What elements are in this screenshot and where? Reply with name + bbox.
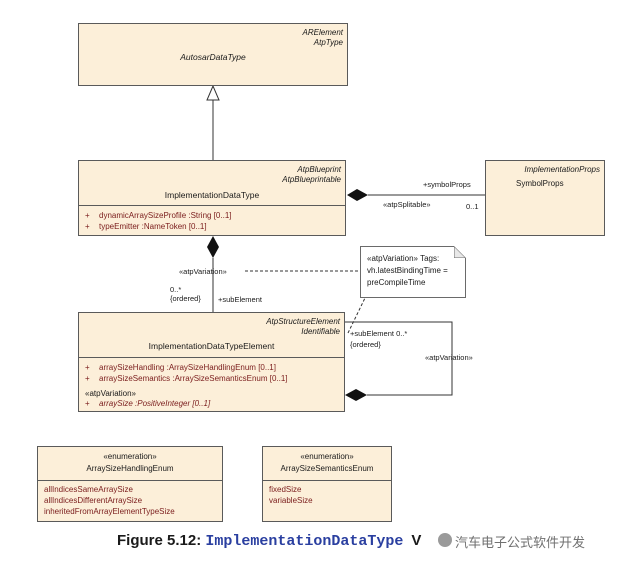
watermark-text: 汽车电子公式软件开发: [455, 535, 586, 550]
symbol-props-stereotype: ImplementationProps: [524, 165, 600, 174]
enum-handling-stereotype: «enumeration»: [103, 452, 157, 461]
idte-variation-tag: «atpVariation»: [85, 389, 136, 398]
autosar-data-type-name: AutosarDataType: [180, 52, 246, 62]
self-association-diamond: [345, 389, 367, 401]
enum-handling-name: ArraySizeHandlingEnum: [86, 464, 174, 473]
ordered-left-label: {ordered}: [170, 294, 201, 303]
enum-handling-literal-2: allIndicesDifferentArraySize: [44, 496, 143, 505]
idte-stereotype-1: AtpStructureElement: [266, 317, 340, 326]
note-fold-corner: [454, 246, 466, 258]
idt-stereotype-1: AtpBlueprint: [297, 165, 341, 174]
autosar-data-type-stereotype-2: AtpType: [313, 38, 343, 47]
idt-separator: [79, 205, 345, 206]
enum-semantics-stereotype: «enumeration»: [300, 452, 354, 461]
idt-stereotype-2: AtpBlueprintable: [282, 175, 341, 184]
atp-variation-note: «atpVariation» Tags: vh.latestBindingTim…: [360, 246, 466, 298]
atp-variation-right-label: «atpVariation»: [425, 353, 473, 362]
sub-element-role-label: +subElement: [218, 295, 262, 304]
note-line-3: preCompileTime: [367, 278, 426, 287]
atp-splitable-label: «atpSplitable»: [383, 200, 431, 209]
enum-semantics-name: ArraySizeSemanticsEnum: [280, 464, 374, 473]
symbol-props-diamond: [347, 189, 368, 201]
idt-attribute-2: +typeEmitter :NameToken [0..1]: [85, 222, 207, 231]
autosar-data-type-stereotype-1: ARElement: [302, 28, 343, 37]
watermark-logo-icon: [438, 533, 452, 547]
figure-caption: Figure 5.12: ImplementationDataType V: [117, 532, 421, 550]
caption-prefix: Figure 5.12:: [117, 532, 206, 549]
note-link-dashed-2: [347, 297, 366, 334]
note-line-1: «atpVariation» Tags:: [367, 254, 440, 263]
implementation-data-type-class: AtpBlueprint AtpBlueprintable Implementa…: [78, 160, 346, 236]
caption-suffix: V: [411, 532, 422, 549]
atp-variation-left-label: «atpVariation»: [179, 267, 227, 276]
idte-name: ImplementationDataTypeElement: [148, 341, 275, 351]
implementation-data-type-element-class: AtpStructureElement Identifiable Impleme…: [78, 312, 345, 412]
idt-name: ImplementationDataType: [164, 190, 260, 200]
symbol-props-class: ImplementationProps SymbolProps: [485, 160, 605, 236]
ordered-right-label: {ordered}: [350, 340, 381, 349]
generalization-arrowhead: [206, 84, 220, 101]
idte-attribute-2: +arraySizeSemantics :ArraySizeSemanticsE…: [85, 374, 288, 383]
idte-separator: [79, 357, 344, 358]
note-line-2: vh.latestBindingTime =: [367, 266, 448, 275]
sub-element-multiplicity: 0..*: [170, 285, 182, 294]
enum-handling-literal-1: allIndicesSameArraySize: [44, 485, 133, 494]
enum-handling-separator: [38, 480, 222, 481]
array-size-handling-enum: «enumeration» ArraySizeHandlingEnum allI…: [37, 446, 223, 522]
self-association: [345, 321, 453, 396]
array-size-semantics-enum: «enumeration» ArraySizeSemanticsEnum fix…: [262, 446, 392, 522]
symbol-props-multiplicity: 0..1: [466, 202, 479, 211]
caption-code: ImplementationDataType: [205, 533, 404, 550]
enum-handling-literal-3: inheritedFromArrayElementTypeSize: [44, 507, 175, 516]
enum-semantics-separator: [263, 480, 391, 481]
sub-element-diamond: [207, 236, 219, 258]
idte-variation-attribute: +arraySize :PositiveInteger [0..1]: [85, 399, 211, 408]
idt-attribute-1: +dynamicArraySizeProfile :String [0..1]: [85, 211, 232, 220]
autosar-data-type-class: ARElement AtpType AutosarDataType: [78, 23, 348, 86]
idte-stereotype-2: Identifiable: [301, 327, 340, 336]
symbol-props-name: SymbolProps: [516, 179, 564, 188]
symbol-props-role-label: +symbolProps: [423, 180, 471, 189]
enum-semantics-literal-1: fixedSize: [269, 485, 302, 494]
idte-attribute-1: +arraySizeHandling :ArraySizeHandlingEnu…: [85, 363, 276, 372]
self-sub-element-label: +subElement 0..*: [350, 329, 408, 338]
enum-semantics-literal-2: variableSize: [269, 496, 313, 505]
